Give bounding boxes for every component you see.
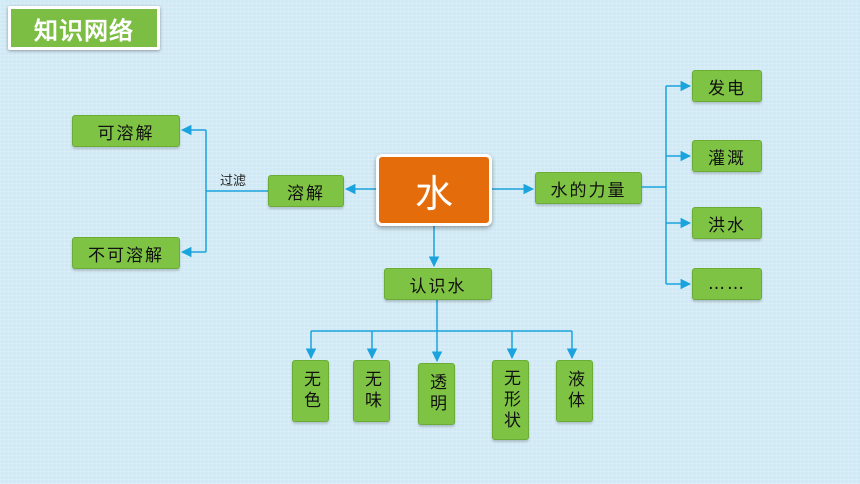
node-power-electricity: 发电: [692, 70, 762, 102]
node-soluble: 可溶解: [72, 115, 180, 147]
node-prop-liquid: 液体: [556, 360, 593, 422]
node-water-power: 水的力量: [535, 172, 642, 204]
section-title: 知识网络: [8, 6, 160, 50]
node-prop-transparent: 透明: [418, 363, 455, 425]
edge-label-filter: 过滤: [220, 174, 247, 189]
node-power-etc: ……: [692, 268, 762, 300]
node-power-flood: 洪水: [692, 207, 762, 239]
node-insoluble: 不可溶解: [72, 237, 180, 269]
node-prop-shapeless: 无形状: [492, 360, 529, 440]
node-prop-colorless: 无色: [292, 360, 329, 422]
node-power-irrigation: 灌溉: [692, 140, 762, 172]
node-know-water: 认识水: [384, 268, 492, 300]
node-prop-odorless: 无味: [353, 360, 390, 422]
center-node-water: 水: [376, 154, 492, 226]
node-dissolve: 溶解: [268, 175, 344, 207]
